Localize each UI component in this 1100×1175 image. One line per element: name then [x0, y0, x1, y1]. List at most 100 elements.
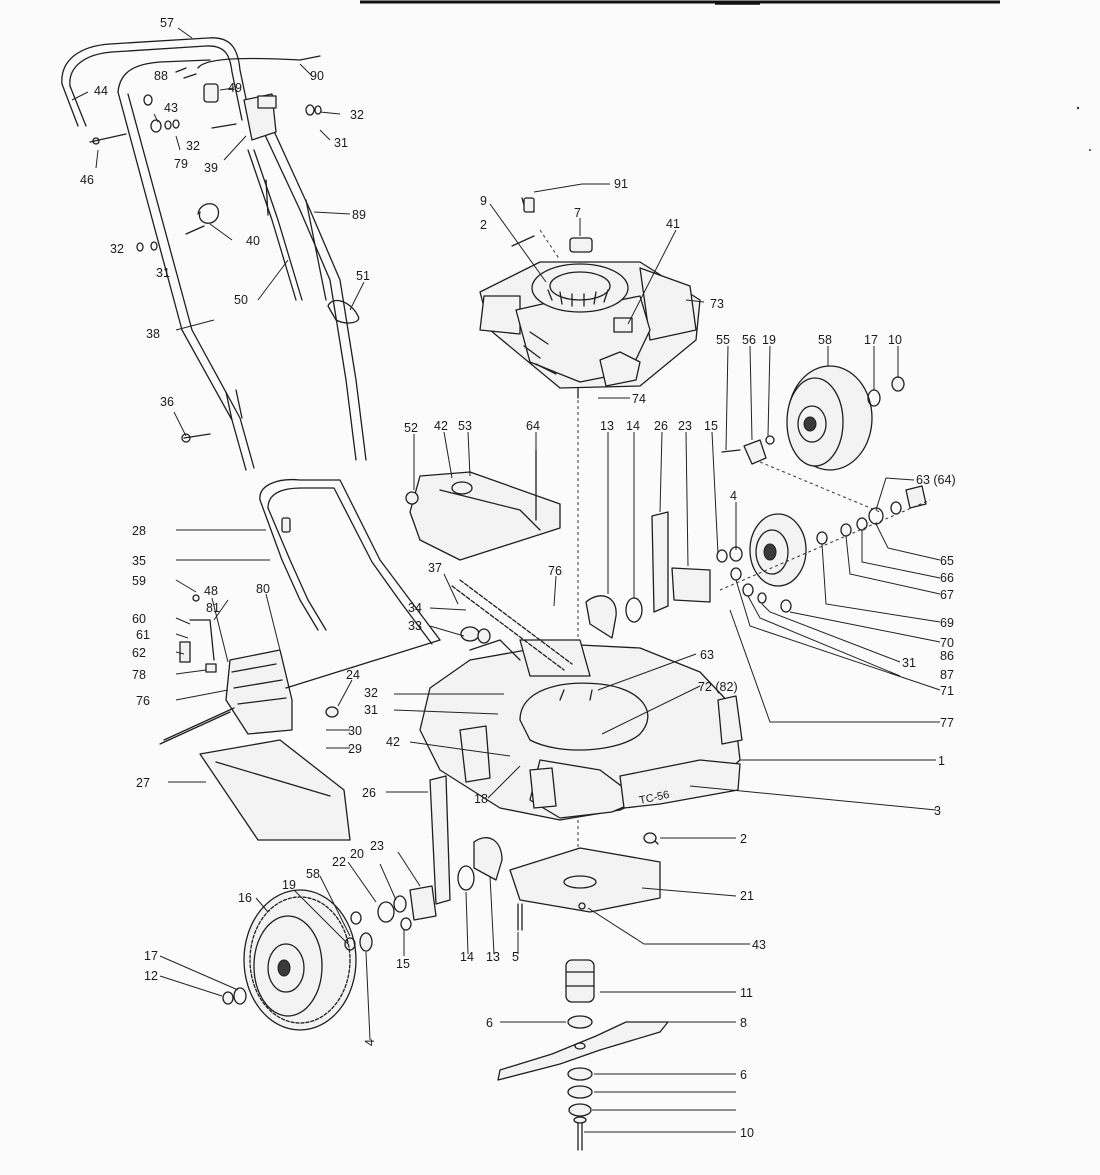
callout-19-a: 19 [762, 333, 776, 347]
callout-28: 27 [136, 776, 150, 790]
callout-43-b: 43 [752, 938, 766, 952]
engine-cover [405, 449, 561, 561]
callout-32-a: 32 [186, 139, 200, 153]
front-axle-parts [344, 885, 437, 952]
callout-34: 34 [408, 601, 422, 615]
callout-62: 62 [132, 646, 146, 660]
rear-wheel-hub [716, 461, 931, 613]
rear-flap [199, 739, 351, 841]
callout-13-a: 13 [600, 419, 614, 433]
cable-and-levers [89, 67, 360, 443]
callout-14-b: 14 [460, 950, 474, 964]
callout-43: 43 [164, 101, 178, 115]
callout-4-a: 4 [730, 489, 737, 503]
callout-10-a: 10 [888, 333, 902, 347]
callout-7: 7 [574, 206, 581, 220]
callout-76-a: 76 [136, 694, 150, 708]
callout-79: 79 [174, 157, 188, 171]
callout-42-a: 42 [434, 419, 448, 433]
callout-76-b: 76 [548, 564, 562, 578]
callout-26-a: 26 [654, 419, 668, 433]
callout-36: 36 [160, 395, 174, 409]
callout-65: 65 [940, 554, 954, 568]
callout-64: 64 [526, 419, 540, 433]
callout-61: 61 [136, 628, 150, 642]
callout-80: 80 [256, 582, 270, 596]
callout-63-64: 63 (64) [916, 473, 956, 487]
callout-32-b: 32 [350, 108, 364, 122]
callout-12: 5 [512, 950, 519, 964]
callout-32-c: 32 [110, 242, 124, 256]
callout-52: 52 [404, 421, 418, 435]
callout-58-a: 58 [818, 333, 832, 347]
bag-frame [259, 478, 441, 645]
callout-71: 71 [940, 684, 954, 698]
callout-18: 3 [934, 804, 941, 818]
callout-10-b: 10 [740, 1126, 754, 1140]
callout-31-d: 31 [364, 703, 378, 717]
callout-53: 53 [458, 419, 472, 433]
callout-39: 39 [204, 161, 218, 175]
callout-11-b: 6 [740, 1068, 747, 1082]
callout-74: 74 [632, 392, 646, 406]
engine [479, 197, 701, 399]
callout-73: 73 [710, 297, 724, 311]
callout-81: 81 [206, 601, 220, 615]
callout-56: 56 [742, 333, 756, 347]
callout-32-d: 32 [364, 686, 378, 700]
callout-59: 59 [132, 574, 146, 588]
callout-35: 35 [132, 554, 146, 568]
callout-86: 86 [940, 649, 954, 663]
callout-41: 41 [666, 217, 680, 231]
callout-87: 87 [940, 668, 954, 682]
upper-handle [61, 37, 367, 471]
callout-22: 20 [350, 847, 364, 861]
mower-deck: TC-56 [419, 643, 743, 821]
callout-11-a: 6 [486, 1016, 493, 1030]
leader-lines [71, 27, 941, 1133]
callout-38: 38 [146, 327, 160, 341]
callout-5: 11 [740, 986, 753, 1000]
callout-30-a: 28 [132, 524, 146, 538]
callout-16: 12 [144, 969, 158, 983]
callout-69: 69 [940, 616, 954, 630]
front-wheel-left [222, 889, 357, 1031]
callout-42-b: 42 [386, 735, 400, 749]
callout-2-b: 2 [740, 832, 747, 846]
callout-90: 90 [310, 69, 324, 83]
callout-50: 50 [234, 293, 248, 307]
callout-15-b: 15 [396, 957, 410, 971]
callout-23-a: 23 [678, 419, 692, 433]
callout-20: 58 [306, 867, 320, 881]
callout-3: 21 [740, 889, 754, 903]
callout-29: 29 [348, 742, 362, 756]
callout-15-a: 15 [704, 419, 718, 433]
callout-4-b: 4 [363, 1039, 377, 1046]
callout-37: 37 [428, 561, 442, 575]
callout-17-a: 17 [864, 333, 878, 347]
top-rule [360, 0, 1000, 5]
callout-72-82: 72 (82) [698, 680, 738, 694]
callout-63: 63 [700, 648, 714, 662]
callout-1: 1 [938, 754, 945, 768]
callout-48: 48 [204, 584, 218, 598]
upper-bracket [469, 639, 591, 677]
callout-27: 18 [474, 792, 488, 806]
callout-19-b: 19 [282, 878, 296, 892]
gear-unit [159, 594, 441, 745]
callout-9: 9 [480, 194, 487, 208]
callout-60: 60 [132, 612, 146, 626]
callout-78: 78 [132, 668, 146, 682]
callout-26-b: 26 [362, 786, 376, 800]
callout-2-a: 2 [480, 218, 487, 232]
callout-31-b: 31 [156, 266, 170, 280]
callout-51: 51 [356, 269, 370, 283]
callout-67: 67 [940, 588, 954, 602]
callout-30-b: 30 [348, 724, 362, 738]
callout-46: 46 [80, 173, 94, 187]
callout-23-b: 23 [370, 839, 384, 853]
callout-13-b: 13 [486, 950, 500, 964]
callout-88: 88 [154, 69, 168, 83]
